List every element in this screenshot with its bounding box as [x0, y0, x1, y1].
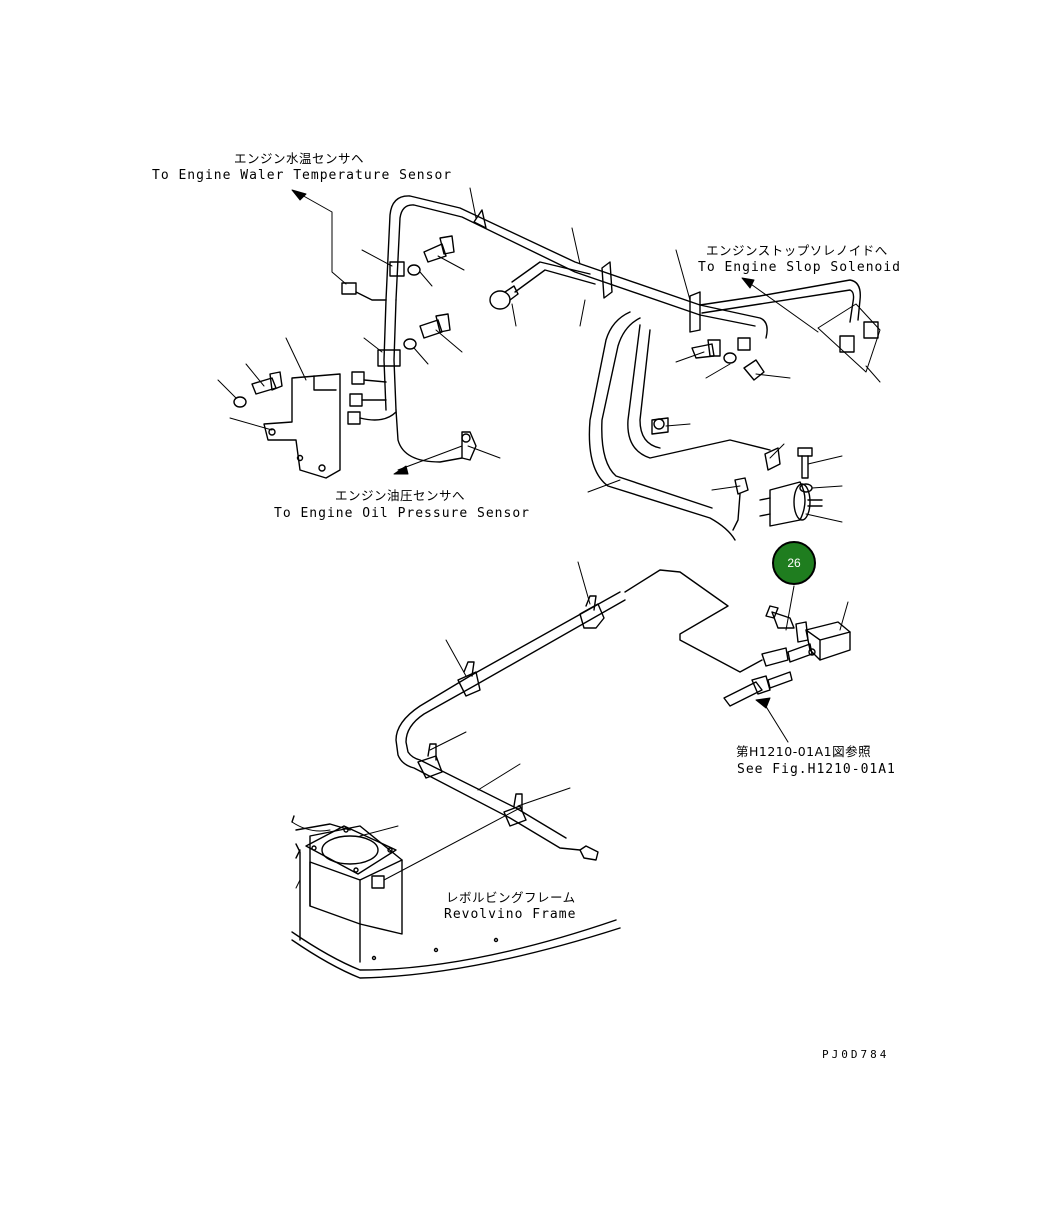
oil-pressure-label-jp: エンジン油圧センサへ — [335, 488, 466, 503]
lower-harness — [395, 569, 851, 861]
water-temp-label-en: To Engine Waler Temperature Sensor — [152, 168, 453, 183]
stop-solenoid-label-en: To Engine Slop Solenoid — [698, 260, 902, 275]
relay-bracket — [233, 371, 397, 479]
upper-harness — [341, 195, 881, 541]
part-callout-badge[interactable]: 26 — [772, 541, 816, 585]
leader-lines-lower — [429, 561, 849, 807]
direction-arrows — [291, 189, 819, 475]
bolts-washers — [403, 235, 813, 493]
revolving-frame — [291, 815, 621, 979]
see-fig-label-jp: 第H1210-01A1図参照 — [736, 744, 872, 759]
oil-pressure-label-en: To Engine Oil Pressure Sensor — [274, 506, 530, 521]
part-callout-number: 26 — [787, 556, 801, 570]
frame-label-jp: レボルビングフレーム — [446, 890, 576, 905]
see-fig-label-en: See Fig.H1210-01A1 — [737, 762, 896, 777]
leader-lines-upper — [217, 187, 881, 523]
frame-label-en: Revolvino Frame — [444, 907, 577, 922]
water-temp-label-jp: エンジン水温センサヘ — [234, 151, 365, 166]
leader-lines-frame — [291, 807, 521, 889]
drawing-code: PJ0D784 — [822, 1048, 890, 1061]
stop-solenoid-label-jp: エンジンストップソレノイドへ — [706, 243, 888, 258]
